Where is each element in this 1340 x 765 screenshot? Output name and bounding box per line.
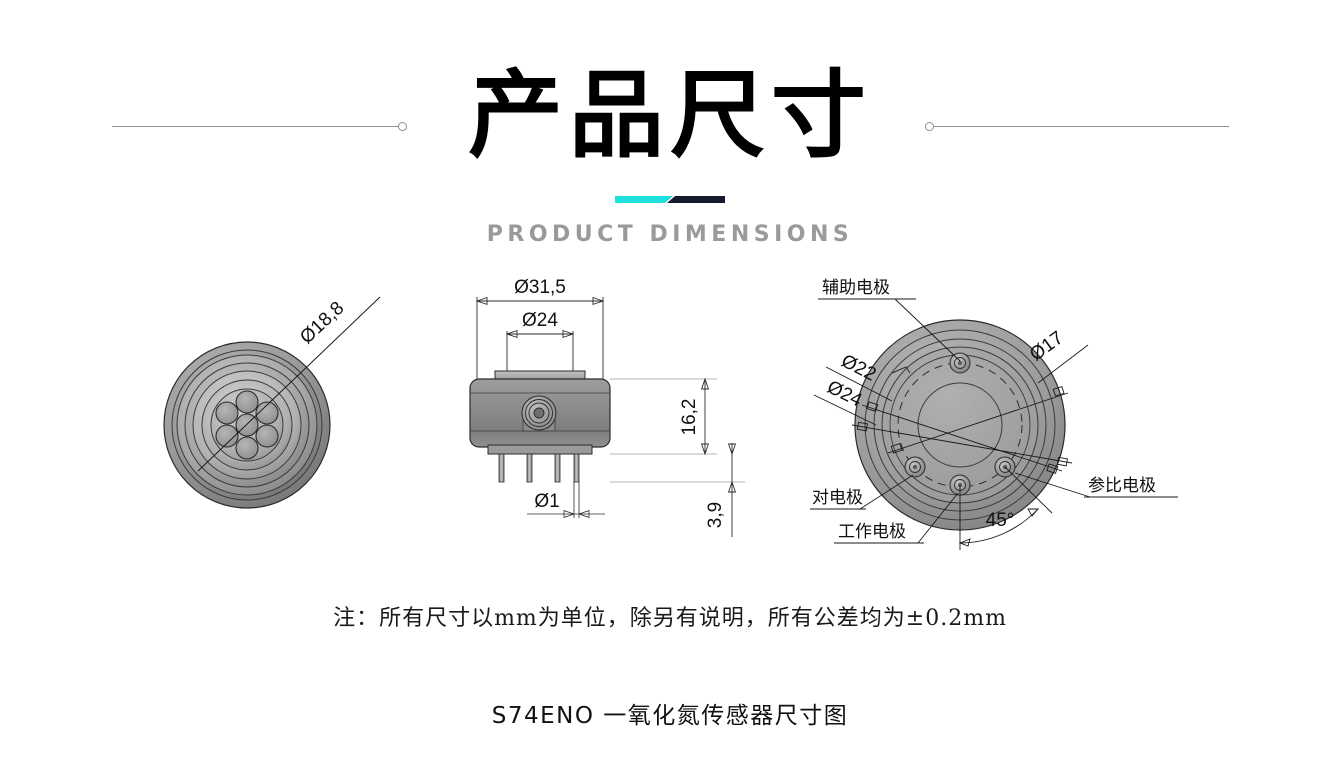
back-inner-boss — [917, 382, 1003, 468]
callout-label-reference-electrode: 参比电极 — [1088, 476, 1156, 496]
title-divider — [615, 196, 725, 203]
dim-label-height-16-2: 16,2 — [679, 399, 700, 436]
callout-label-counter-electrode: 对电极 — [812, 488, 863, 508]
gas-hole — [255, 401, 279, 425]
dim-height-16-2: 16,2 — [610, 377, 717, 456]
pin — [498, 453, 505, 483]
dimension-note: 注：所有尺寸以mm为单位，除另有说明，所有公差均为±0.2mm — [333, 606, 1007, 631]
callout-auxiliary-electrode: 辅助电极 — [818, 278, 961, 362]
dim-label-diameter-1: Ø1 — [534, 491, 559, 512]
page-title: 产品尺寸 — [467, 61, 872, 171]
back-view: Ø17 Ø22 Ø24 45° — [800, 275, 1180, 575]
back-diameter-leaders — [851, 392, 1073, 472]
electrode-auxiliary-pad — [949, 352, 971, 374]
pin — [526, 453, 533, 483]
back-dim-arrow-ticks — [856, 386, 1068, 474]
callout-working-electrode: 工作电极 — [834, 492, 959, 544]
dim-label-diameter-18-8: Ø18,8 — [296, 298, 348, 349]
gas-hole — [235, 390, 259, 414]
side-boss-ring-3 — [528, 402, 550, 424]
back-bolt-circle — [897, 362, 1023, 488]
divider-dark-half — [667, 196, 725, 203]
dim-label-diameter-24: Ø24 — [522, 310, 558, 331]
back-alignment-notch — [891, 366, 911, 374]
gas-hole — [255, 424, 279, 448]
page-subtitle: PRODUCT DIMENSIONS — [486, 222, 854, 247]
dim-diameter-31-5: Ø31,5 — [475, 277, 605, 306]
divider-cyan-half — [615, 196, 673, 203]
leader-diameter-17 — [887, 392, 1069, 454]
gas-hole — [215, 401, 239, 425]
dim-label-height-3-9: 3,9 — [705, 502, 726, 528]
page-header: 产品尺寸 PRODUCT DIMENSIONS — [0, 0, 1340, 270]
side-boss-center — [533, 407, 545, 419]
rule-endpoint-circle-icon — [925, 122, 934, 131]
callout-reference-electrode: 参比电极 — [1014, 472, 1178, 498]
side-boss-ring-2 — [525, 399, 553, 427]
side-base-plate — [487, 444, 593, 455]
gas-hole — [215, 424, 239, 448]
callout-counter-electrode: 对电极 — [810, 474, 914, 510]
callout-label-auxiliary-electrode: 辅助电极 — [822, 278, 890, 298]
decorative-rule-left — [112, 121, 407, 132]
pin — [554, 453, 561, 483]
leader-diameter-24 — [851, 424, 1073, 464]
front-view: Ø18,8 — [150, 275, 420, 575]
gas-hole — [235, 436, 259, 460]
dim-leader-diameter-18-8 — [197, 296, 381, 472]
decorative-rule-right — [925, 121, 1229, 132]
dim-angle-45: 45° — [958, 466, 1053, 550]
technical-drawings: Ø18,8 — [0, 275, 1340, 585]
dim-diameter-24: Ø24 — [505, 310, 575, 339]
electrode-counter-pad — [904, 456, 926, 478]
rule-endpoint-circle-icon — [398, 122, 407, 131]
rule-segment — [112, 126, 398, 127]
dim-label-diameter-31-5: Ø31,5 — [514, 277, 566, 298]
dim-height-3-9: 3,9 — [610, 443, 745, 537]
figure-caption: S74ENO 一氧化氮传感器尺寸图 — [491, 703, 849, 729]
side-pins — [498, 453, 580, 483]
leader-diameter-22 — [861, 404, 1063, 472]
callout-label-working-electrode: 工作电极 — [838, 522, 906, 542]
rule-segment — [934, 126, 1229, 127]
pin — [573, 453, 580, 483]
dim-diameter-1: Ø1 — [527, 482, 605, 518]
side-view: Ø31,5 Ø24 — [455, 275, 775, 575]
dim-label-angle-45: 45° — [986, 510, 1015, 531]
